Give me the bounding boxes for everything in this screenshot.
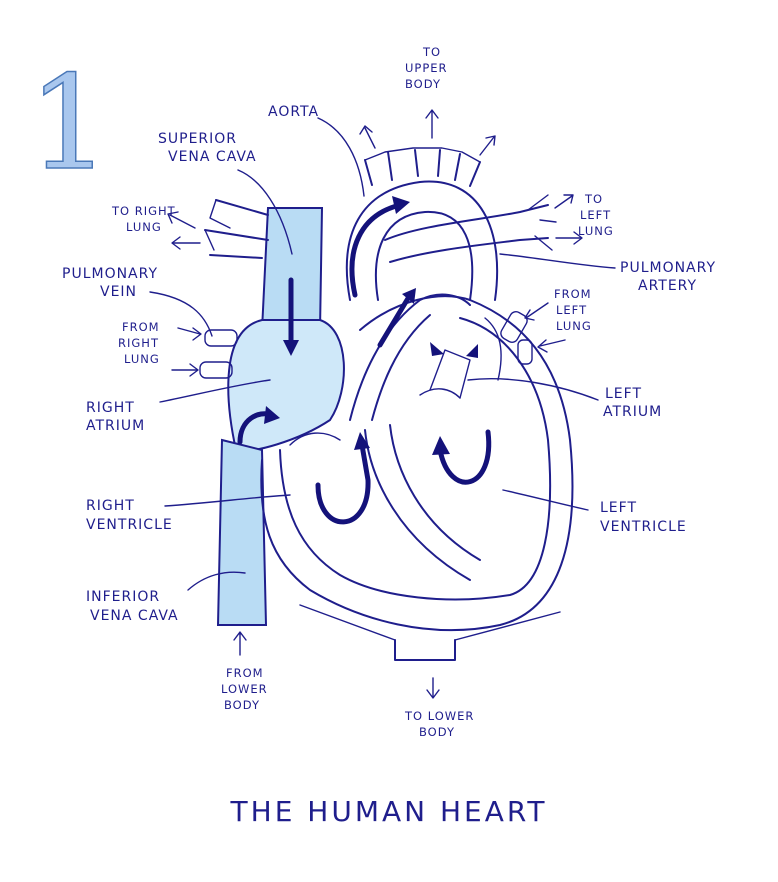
- svg-text:UPPER: UPPER: [405, 61, 448, 75]
- svg-text:RIGHT: RIGHT: [86, 498, 135, 514]
- label-to-lower-body: TO LOWER BODY: [404, 709, 474, 739]
- pulmonary-artery: [384, 194, 557, 263]
- svg-text:FROM: FROM: [122, 320, 160, 334]
- svg-text:RIGHT: RIGHT: [86, 400, 135, 416]
- label-left-ventricle: LEFT VENTRICLE: [600, 500, 687, 535]
- svg-text:ARTERY: ARTERY: [638, 278, 697, 294]
- vena-cava-blue: [216, 207, 345, 626]
- blood-flow-arrows: [237, 196, 492, 525]
- svg-text:TO RIGHT: TO RIGHT: [111, 204, 176, 218]
- svg-text:FROM: FROM: [554, 287, 592, 301]
- svg-text:PULMONARY: PULMONARY: [62, 266, 158, 282]
- svg-text:LUNG: LUNG: [124, 352, 160, 366]
- svg-text:SUPERIOR: SUPERIOR: [158, 131, 237, 147]
- svg-text:BODY: BODY: [405, 77, 441, 91]
- labels: TO UPPER BODY AORTA SUPERIOR VENA CAVA T…: [62, 45, 716, 739]
- label-left-atrium: LEFT ATRIUM: [603, 386, 662, 420]
- svg-text:PULMONARY: PULMONARY: [620, 260, 716, 276]
- svg-text:ATRIUM: ATRIUM: [603, 404, 662, 420]
- pulmonary-veins-right: [199, 329, 238, 379]
- direction-arrows: [167, 109, 583, 699]
- label-aorta: AORTA: [268, 104, 319, 120]
- svg-text:TO: TO: [584, 192, 603, 206]
- svg-text:VENTRICLE: VENTRICLE: [86, 517, 173, 533]
- label-to-upper-body: TO UPPER BODY: [405, 45, 448, 91]
- svg-text:LEFT: LEFT: [556, 303, 587, 317]
- svg-text:LUNG: LUNG: [578, 224, 614, 238]
- svg-text:BODY: BODY: [224, 698, 260, 712]
- svg-text:VENA CAVA: VENA CAVA: [90, 608, 179, 624]
- svg-text:AORTA: AORTA: [268, 104, 319, 120]
- label-pulmonary-artery: PULMONARY ARTERY: [620, 260, 716, 294]
- figure-number: 1: [28, 47, 111, 199]
- svg-text:LUNG: LUNG: [126, 220, 162, 234]
- svg-text:LOWER: LOWER: [221, 682, 268, 696]
- svg-text:INFERIOR: INFERIOR: [86, 589, 160, 605]
- label-to-left-lung: TO LEFT LUNG: [578, 192, 614, 238]
- label-inferior-vena-cava: INFERIOR VENA CAVA: [86, 589, 179, 624]
- svg-text:LEFT: LEFT: [600, 500, 637, 516]
- pulmonary-veins-left: [500, 311, 533, 365]
- leader-lines: [149, 117, 616, 591]
- svg-text:TO: TO: [422, 45, 441, 59]
- diagram-title: THE HUMAN HEART: [230, 795, 548, 828]
- svg-text:VENA CAVA: VENA CAVA: [168, 149, 257, 165]
- label-right-atrium: RIGHT ATRIUM: [86, 400, 145, 434]
- svg-text:FROM: FROM: [226, 666, 264, 680]
- label-from-lower-body: FROM LOWER BODY: [221, 666, 268, 712]
- label-superior-vena-cava: SUPERIOR VENA CAVA: [158, 131, 257, 165]
- svg-text:LEFT: LEFT: [605, 386, 642, 402]
- label-pulmonary-vein: PULMONARY VEIN: [62, 266, 158, 300]
- label-right-ventricle: RIGHT VENTRICLE: [86, 498, 173, 533]
- label-from-left-lung: FROM LEFT LUNG: [554, 287, 592, 333]
- svg-text:LEFT: LEFT: [580, 208, 611, 222]
- svg-text:VEIN: VEIN: [100, 284, 137, 300]
- svg-text:VENTRICLE: VENTRICLE: [600, 519, 687, 535]
- label-to-right-lung: TO RIGHT LUNG: [111, 204, 176, 234]
- aorta: [345, 147, 499, 301]
- svg-text:ATRIUM: ATRIUM: [86, 418, 145, 434]
- svg-text:TO LOWER: TO LOWER: [404, 709, 474, 723]
- heart-outline: [260, 293, 574, 661]
- svg-text:BODY: BODY: [419, 725, 455, 739]
- svg-text:RIGHT: RIGHT: [118, 336, 159, 350]
- svg-text:LUNG: LUNG: [556, 319, 592, 333]
- label-from-right-lung: FROM RIGHT LUNG: [118, 320, 160, 366]
- right-pulmonary-vessels: [204, 199, 269, 259]
